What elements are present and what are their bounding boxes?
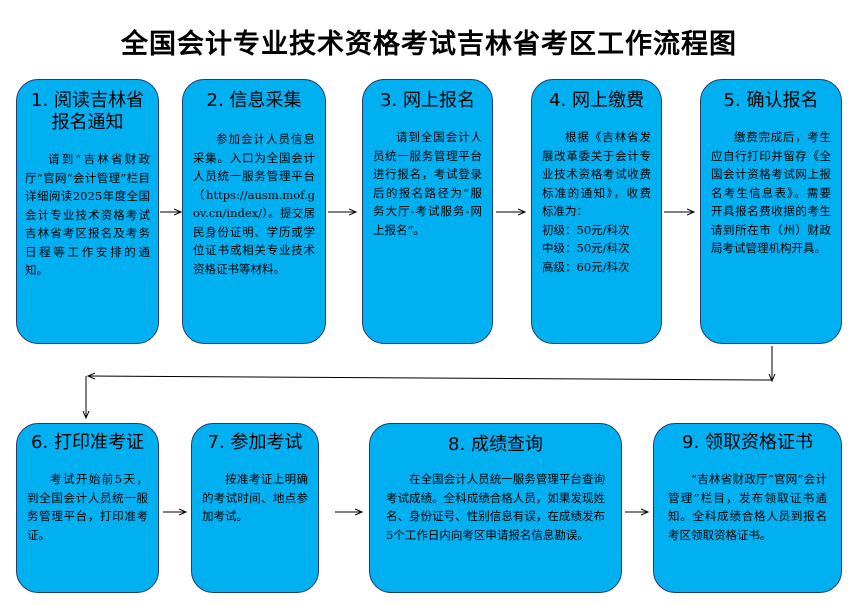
page-title: 全国会计专业技术资格考试吉林省考区工作流程图 (121, 29, 737, 60)
step-4-heading: 4. 网上缴费 (549, 90, 644, 111)
step-9-collect-certificate-box: 9. 领取资格证书 “吉林省财政厅”官网“会计管理”栏目，发布领取证书通知。全科… (653, 423, 842, 593)
step-7-heading: 7. 参加考试 (207, 432, 303, 453)
arrow-row-connector (88, 376, 773, 381)
step-5-text: 缴费完成后，考生应自行打印并留存《全国会计资格考试网上报名考生信息表》。需要开具… (711, 130, 831, 255)
step-5-confirm-registration-box: 5. 确认报名 缴费完成后，考生应自行打印并留存《全国会计资格考试网上报名考生信… (700, 79, 842, 344)
step-8-score-query-box: 8. 成绩查询 在全国会计人员统一服务管理平台查询考试成绩。全科成绩合格人员，如… (369, 423, 622, 593)
step-8-heading: 8. 成绩查询 (448, 434, 543, 455)
step-4-online-payment-box: 4. 网上缴费 根据《吉林省发展改革委关于会计专业技术资格考试收费标准的通知》，… (531, 79, 662, 344)
step-2-heading: 2. 信息采集 (206, 90, 302, 111)
step-9-heading: 9. 领取资格证书 (682, 432, 813, 453)
step-3-heading: 3. 网上报名 (380, 90, 475, 111)
step-6-print-admission-box: 6. 打印准考证 考试开始前5天，到全国会计人员统一服务管理平台，打印准考证。 (16, 423, 159, 593)
step-1-heading: 1. 阅读吉林省 报名通知 (31, 90, 144, 133)
step-3-online-registration-box: 3. 网上报名 请到全国会计人员统一服务管理平台进行报名，考试登录后的报名路径为… (362, 79, 493, 344)
step-9-text: “吉林省财政厅”官网“会计管理”栏目，发布领取证书通知。全科成绩合格人员到报名考… (668, 472, 827, 542)
step-4-text: 根据《吉林省发展改革委关于会计专业技术资格考试收费标准的通知》，收费标准为： 初… (542, 130, 651, 274)
step-2-text: 参加会计人员信息采集。入口为全国会计人员统一服务管理平台（https://aus… (193, 132, 315, 276)
step-1-read-notice-box: 1. 阅读吉林省 报名通知 请到“吉林省财政厅”官网“会计管理”栏目详细阅读20… (16, 79, 159, 344)
step-1-text: 请到“吉林省财政厅”官网“会计管理”栏目详细阅读2025年度全国会计专业技术资格… (25, 152, 150, 277)
step-7-take-exam-box: 7. 参加考试 按准考证上明确的考试时间、地点参加考试。 (191, 423, 319, 593)
step-7-text: 按准考证上明确的考试时间、地点参加考试。 (202, 472, 308, 523)
step-6-heading: 6. 打印准考证 (31, 432, 144, 453)
step-2-info-collection-box: 2. 信息采集 参加会计人员信息采集。入口为全国会计人员统一服务管理平台（htt… (182, 79, 326, 344)
step-5-heading: 5. 确认报名 (723, 90, 819, 111)
step-6-text: 考试开始前5天，到全国会计人员统一服务管理平台，打印准考证。 (27, 472, 148, 542)
step-3-text: 请到全国会计人员统一服务管理平台进行报名，考试登录后的报名路径为“服务大厅-考试… (373, 130, 482, 237)
step-8-text: 在全国会计人员统一服务管理平台查询考试成绩。全科成绩合格人员，如果发现姓名、身份… (386, 472, 605, 542)
